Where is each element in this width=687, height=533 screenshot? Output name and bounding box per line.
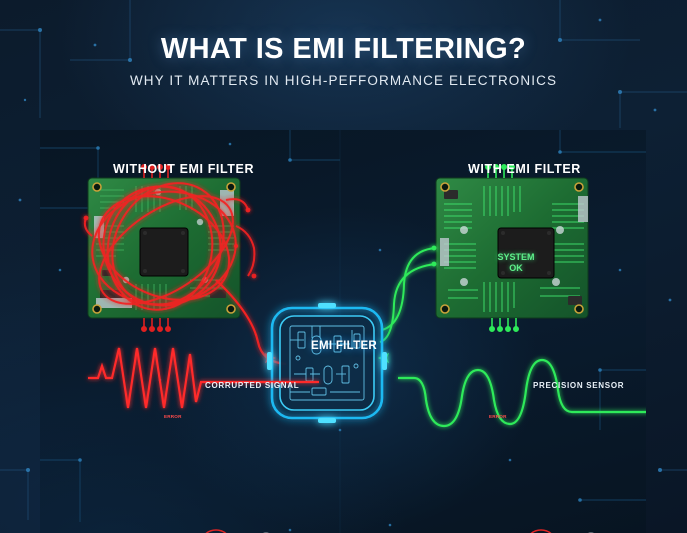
error-badge-right-ring <box>530 529 552 533</box>
pcb-without-filter <box>83 163 257 333</box>
emi-filter-inner-frame <box>279 315 375 411</box>
pcb-right-pins <box>484 163 519 333</box>
page-subtitle: WHY IT MATTERS IN HIGH-PEFFORMANCE ELECT… <box>129 73 558 88</box>
section-label-without-filter: WITHOUT EMI FILTER <box>113 162 255 176</box>
waveform-corrupted <box>88 347 319 409</box>
waveform-precision <box>398 358 646 428</box>
emi-filter-module <box>249 286 405 438</box>
signal-label-precision: PRECISION SENSOR <box>533 381 625 390</box>
error-badge-right-label: ERROR <box>489 414 507 419</box>
robot-arm-left <box>205 529 269 533</box>
pcb-with-filter <box>435 163 589 333</box>
robot-arm-right <box>530 529 594 533</box>
error-badge-left-ring <box>205 529 227 533</box>
header: WHAT IS EMI FILTERING? WHY IT MATTERS IN… <box>0 0 687 128</box>
emi-interference-loops <box>83 182 256 311</box>
system-ok-chip <box>497 227 555 279</box>
section-label-with-filter: WITH EMI FILTER <box>468 162 581 176</box>
signal-label-corrupted: CORRUPTED SIGNAL <box>205 381 300 390</box>
emi-filter-schematic <box>289 325 365 401</box>
panel-node-dots <box>58 142 622 532</box>
diagram-panel <box>40 130 646 533</box>
error-badge-left-label: ERROR <box>164 414 182 419</box>
page-title: WHAT IS EMI FILTERING? <box>160 33 527 65</box>
pcb-left-pins <box>141 163 172 333</box>
diagram-canvas <box>40 130 646 533</box>
